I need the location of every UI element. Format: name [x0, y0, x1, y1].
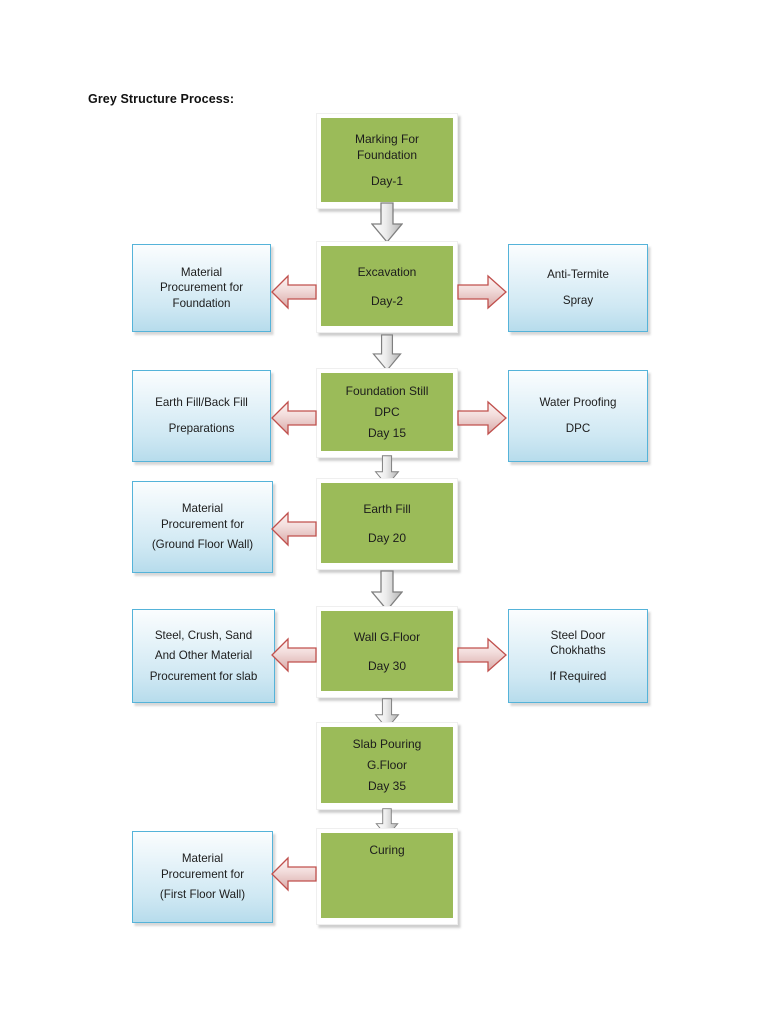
- node-line: Procurement for slab: [149, 669, 258, 683]
- node-line: Procurement for: [160, 517, 245, 531]
- data-node-water-proofing-dpc[interactable]: Water Proofing DPC: [508, 370, 648, 462]
- right-arrow: [457, 637, 507, 673]
- node-line: Chokhaths: [550, 644, 606, 658]
- node-line: Foundation: [172, 296, 231, 310]
- node-line: Procurement for: [160, 867, 245, 881]
- down-arrow: [371, 570, 403, 612]
- node-line: Curing: [369, 843, 405, 857]
- node-line: If Required: [549, 669, 607, 683]
- left-arrow: [271, 637, 317, 673]
- process-node-excavation[interactable]: Excavation Day-2: [316, 241, 458, 333]
- data-node-earth-fill-back-fill-preparations[interactable]: Earth Fill/Back Fill Preparations: [132, 370, 271, 462]
- node-line: Excavation: [357, 264, 417, 279]
- node-line: Material: [181, 852, 224, 866]
- process-node-slab-pouring-g-floor[interactable]: Slab Pouring G.Floor Day 35: [316, 722, 458, 810]
- page-title: Grey Structure Process:: [88, 92, 235, 106]
- node-line: Water Proofing: [539, 396, 617, 410]
- down-arrow: [371, 698, 403, 730]
- node-line: Day-2: [370, 293, 403, 308]
- process-node-earth-fill[interactable]: Earth Fill Day 20: [316, 478, 458, 570]
- down-arrow: [371, 202, 403, 244]
- process-node-wall-g-floor[interactable]: Wall G.Floor Day 30: [316, 606, 458, 698]
- node-line: Steel Door: [550, 628, 606, 642]
- node-line: Earth Fill/Back Fill: [155, 396, 248, 410]
- node-line: Procurement for: [159, 281, 244, 295]
- process-node-marking-for-foundation[interactable]: Marking For Foundation Day-1: [316, 113, 458, 209]
- data-node-anti-termite-spray[interactable]: Anti-Termite Spray: [508, 244, 648, 332]
- down-arrow: [371, 334, 403, 372]
- node-line: Wall G.Floor: [353, 629, 421, 644]
- node-line: Preparations: [168, 422, 235, 435]
- node-line: Anti-Termite: [547, 268, 609, 282]
- node-line: Day 35: [367, 779, 407, 793]
- data-node-material-procurement-first-floor-wall[interactable]: Material Procurement for (First Floor Wa…: [132, 831, 273, 923]
- node-line: And Other Material: [154, 649, 253, 663]
- node-line: Foundation Still: [345, 384, 429, 398]
- data-node-steel-door-chokhaths[interactable]: Steel Door Chokhaths If Required: [508, 609, 648, 703]
- node-line: Marking For: [354, 132, 419, 146]
- node-line: Foundation: [356, 148, 418, 162]
- data-node-steel-crush-sand-procurement-for-slab[interactable]: Steel, Crush, Sand And Other Material Pr…: [132, 609, 275, 703]
- node-line: Steel, Crush, Sand: [154, 628, 253, 642]
- node-line: Day 30: [367, 658, 407, 673]
- data-node-material-procurement-for-foundation[interactable]: Material Procurement for Foundation: [132, 244, 271, 332]
- node-line: (First Floor Wall): [159, 888, 246, 902]
- node-line: (Ground Floor Wall): [151, 538, 254, 552]
- right-arrow: [457, 400, 507, 436]
- process-node-curing[interactable]: Curing: [316, 828, 458, 925]
- node-line: Slab Pouring: [352, 737, 422, 751]
- node-line: Day 20: [367, 530, 407, 545]
- data-node-material-procurement-ground-floor-wall[interactable]: Material Procurement for (Ground Floor W…: [132, 481, 273, 573]
- node-line: Day 15: [367, 426, 407, 440]
- node-line: G.Floor: [366, 758, 407, 772]
- node-line: Earth Fill: [363, 501, 411, 516]
- left-arrow: [271, 274, 317, 310]
- node-line: Material: [180, 265, 223, 279]
- node-line: Spray: [562, 294, 594, 307]
- node-line: DPC: [565, 422, 591, 435]
- left-arrow: [271, 856, 317, 892]
- process-node-foundation-still-dpc[interactable]: Foundation Still DPC Day 15: [316, 368, 458, 458]
- right-arrow: [457, 274, 507, 310]
- node-line: DPC: [374, 405, 400, 419]
- node-line: Day-1: [370, 174, 403, 188]
- node-line: Material: [181, 502, 224, 516]
- left-arrow: [271, 511, 317, 547]
- left-arrow: [271, 400, 317, 436]
